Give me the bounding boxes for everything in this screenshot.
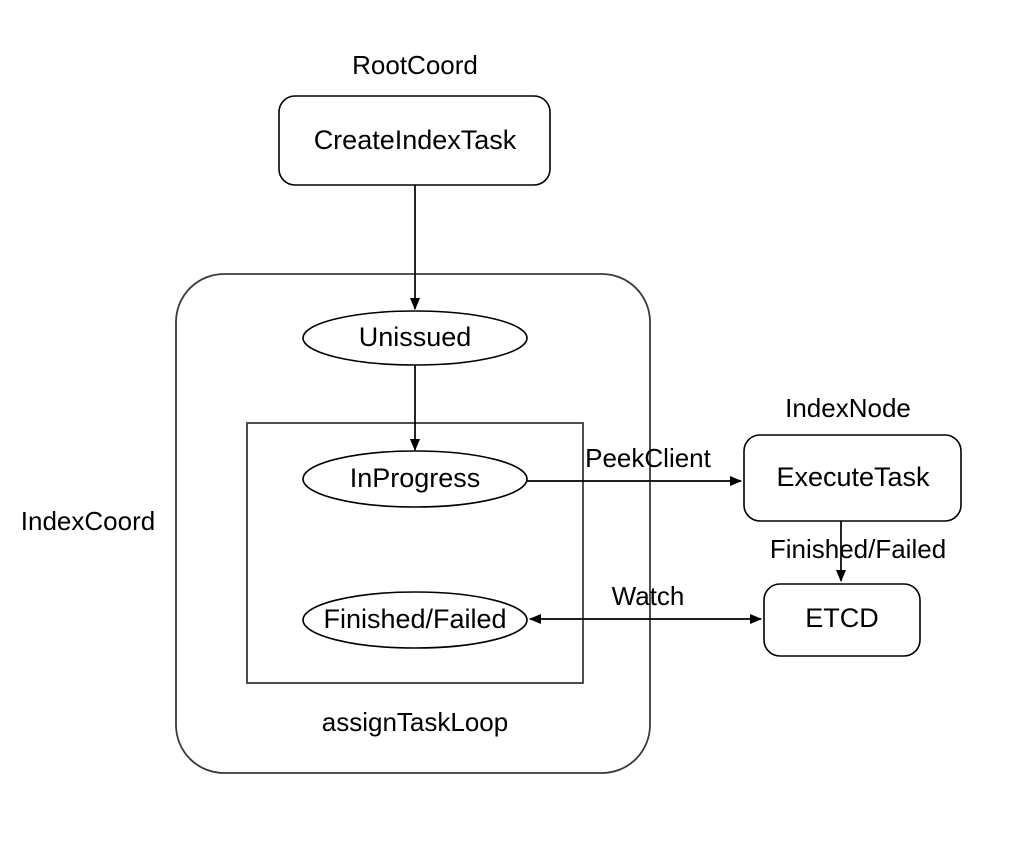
node-etcd[interactable]: ETCD <box>763 583 921 657</box>
create-index-task-label: CreateIndexTask <box>314 125 517 155</box>
container-indexcoord <box>175 273 651 774</box>
group-label-assigntaskloop: assignTaskLoop <box>322 707 508 737</box>
edge-label-finished-failed: Finished/Failed <box>770 534 946 564</box>
node-create-index-task[interactable]: CreateIndexTask <box>278 95 551 186</box>
unissued-label: Unissued <box>359 322 472 352</box>
group-label-indexcoord: IndexCoord <box>21 506 155 536</box>
node-inprogress[interactable]: InProgress <box>302 450 528 508</box>
group-label-rootcoord: RootCoord <box>352 50 478 80</box>
inprogress-shape[interactable] <box>302 450 528 508</box>
edge-label-watch: Watch <box>612 581 685 611</box>
inprogress-label: InProgress <box>350 463 481 493</box>
etcd-label: ETCD <box>805 603 879 633</box>
node-finished-failed[interactable]: Finished/Failed <box>302 591 528 649</box>
edge-label-peekclient: PeekClient <box>585 443 712 473</box>
node-execute-task[interactable]: ExecuteTask <box>743 434 962 522</box>
finished-failed-shape[interactable] <box>302 591 528 649</box>
node-unissued[interactable]: Unissued <box>302 310 528 366</box>
execute-task-label: ExecuteTask <box>776 462 930 492</box>
execute-task-shape[interactable] <box>743 434 962 522</box>
finished-failed-label: Finished/Failed <box>323 604 506 634</box>
etcd-shape[interactable] <box>763 583 921 657</box>
group-label-indexnode: IndexNode <box>785 393 911 423</box>
